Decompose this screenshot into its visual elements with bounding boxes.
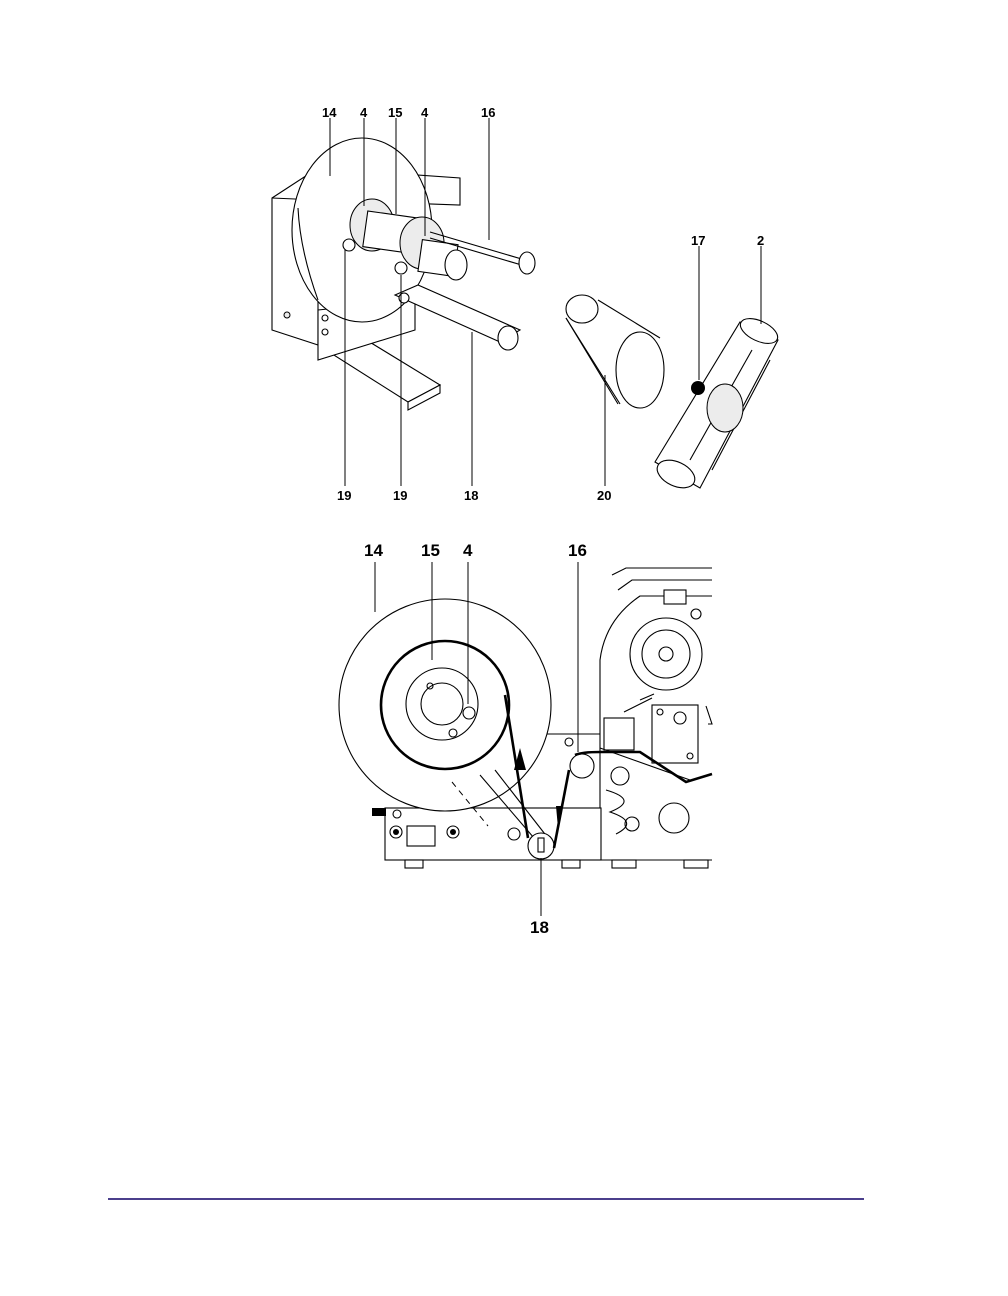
callout-15-bottom: 15 <box>421 541 440 560</box>
callout-2: 2 <box>757 233 764 248</box>
callout-19-right: 19 <box>393 488 407 503</box>
print-head-block <box>652 705 698 763</box>
knob-17-icon <box>691 381 705 395</box>
screw-19-left <box>343 239 355 251</box>
callout-14-top: 14 <box>322 105 337 120</box>
callout-16-bottom: 16 <box>568 541 587 560</box>
handle-icon <box>372 808 386 816</box>
screw-19-right <box>395 262 407 274</box>
callout-20: 20 <box>597 488 611 503</box>
spindle-end <box>445 250 467 280</box>
printer-body <box>600 568 712 868</box>
figure-top-exploded-view: 14 4 15 4 16 17 2 19 19 18 20 <box>272 105 781 503</box>
rod-16-end <box>519 252 535 274</box>
callout-16-top: 16 <box>481 105 495 120</box>
clamp-4 <box>463 707 475 719</box>
callout-4-top-right: 4 <box>421 105 429 120</box>
footer-rule <box>108 1198 864 1200</box>
callout-4-bottom: 4 <box>463 541 473 560</box>
roller-16 <box>570 754 594 778</box>
power-switch <box>407 826 435 846</box>
adapter-2 <box>653 313 782 493</box>
callout-18-top: 18 <box>464 488 478 503</box>
knob-icon <box>284 312 290 318</box>
figure-bottom-side-view: 14 15 4 16 18 <box>339 541 712 937</box>
hub-15 <box>406 668 478 740</box>
callout-14-bottom: 14 <box>364 541 383 560</box>
callout-15-top: 15 <box>388 105 402 120</box>
callout-19-left: 19 <box>337 488 351 503</box>
callout-18-bottom: 18 <box>530 918 549 937</box>
callout-17: 17 <box>691 233 705 248</box>
callout-4-top-left: 4 <box>360 105 368 120</box>
core-20 <box>566 295 664 408</box>
ribbon-roll <box>630 618 702 690</box>
